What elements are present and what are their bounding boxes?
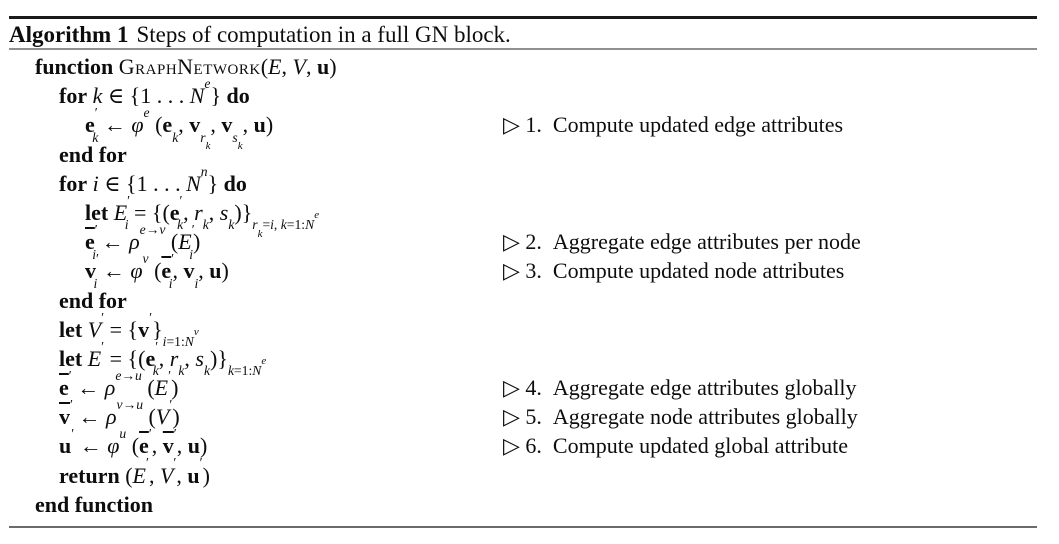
code-text: e′k ← φe (ek, vrk, vsk, u) <box>85 105 274 153</box>
code-line: let V′ = {v′}i=1:Nv <box>0 309 1059 350</box>
code-line: end function <box>0 490 1059 519</box>
algorithm-caption: Steps of computation in a full GN block. <box>136 22 511 47</box>
code-line: e′k ← φe (ek, vrk, vsk, u) ▷ 1. Compute u… <box>0 105 1059 153</box>
code-text: let E′ = {(e′k, rk, sk)}k=1:Ne <box>59 338 267 379</box>
code-line: let E′ = {(e′k, rk, sk)}k=1:Ne <box>0 338 1059 379</box>
code-line: function GraphNetwork(E, V, u) <box>0 52 1059 81</box>
code-text: let E′i = {(e′k, rk, sk)}rk=i, k=1:Ne <box>85 192 320 240</box>
code-line: e′i ← ρe→v (E′i) ▷ 2. Aggregate edge attr… <box>0 221 1059 262</box>
code-line: for k ∈ {1 . . . Ne} do <box>0 76 1059 110</box>
code-text: v′i ← φv (e′i, vi, u) <box>85 251 229 291</box>
line-comment: ▷ 4. Aggregate edge attributes globally <box>503 375 857 401</box>
line-comment: ▷ 5. Aggregate node attributes globally <box>503 404 858 430</box>
top-rule <box>9 16 1037 19</box>
code-line: end for <box>0 286 1059 315</box>
code-text: let V′ = {v′}i=1:Nv <box>59 309 199 350</box>
header-rule <box>9 48 1037 50</box>
line-comment: ▷ 2. Aggregate edge attributes per node <box>503 229 861 255</box>
code-text: for i ∈ {1 . . . Nn} do <box>59 163 247 196</box>
code-line: return (E′, V′, u′) <box>0 455 1059 490</box>
line-comment: ▷ 3. Compute updated node attributes <box>503 258 845 284</box>
code-line: for i ∈ {1 . . . Nn} do <box>0 163 1059 198</box>
triangle-right-icon: ▷ <box>503 112 520 138</box>
triangle-right-icon: ▷ <box>503 433 520 459</box>
triangle-right-icon: ▷ <box>503 404 520 430</box>
code-line: u′ ← φu (e′, v′, u) ▷ 6. Compute updated … <box>0 426 1059 460</box>
code-line: v′ ← ρv→u (V′) ▷ 5. Aggregate node attrib… <box>0 397 1059 431</box>
line-comment: ▷ 6. Compute updated global attribute <box>503 433 849 459</box>
code-text: u′ ← φu (e′, v′, u) <box>59 426 208 459</box>
code-text: e′ ← ρe→u (E′) <box>59 367 179 401</box>
code-text: v′ ← ρv→u (V′) <box>59 397 180 430</box>
code-text: return (E′, V′, u′) <box>59 455 210 488</box>
triangle-right-icon: ▷ <box>503 258 520 284</box>
bottom-rule <box>9 526 1037 528</box>
code-line: v′i ← φv (e′i, vi, u) ▷ 3. Compute update… <box>0 251 1059 291</box>
algorithm-label: Algorithm 1 <box>9 22 129 47</box>
algorithm-body: function GraphNetwork(E, V, u)for k ∈ {1… <box>0 52 1059 519</box>
code-line: let E′i = {(e′k, rk, sk)}rk=i, k=1:Ne <box>0 192 1059 240</box>
triangle-right-icon: ▷ <box>503 229 520 255</box>
code-text: end function <box>35 491 153 517</box>
code-text: function GraphNetwork(E, V, u) <box>35 54 337 79</box>
code-line: e′ ← ρe→u (E′) ▷ 4. Aggregate edge attrib… <box>0 367 1059 402</box>
algorithm-title: Algorithm 1 Steps of computation in a ful… <box>9 21 511 48</box>
code-text: end for <box>59 141 127 167</box>
code-text: for k ∈ {1 . . . Ne} do <box>59 76 250 109</box>
triangle-right-icon: ▷ <box>503 375 520 401</box>
line-comment: ▷ 1. Compute updated edge attributes <box>503 112 844 138</box>
code-text: e′i ← ρe→v (E′i) <box>85 221 201 262</box>
code-text: end for <box>59 287 127 313</box>
code-line: end for <box>0 140 1059 169</box>
